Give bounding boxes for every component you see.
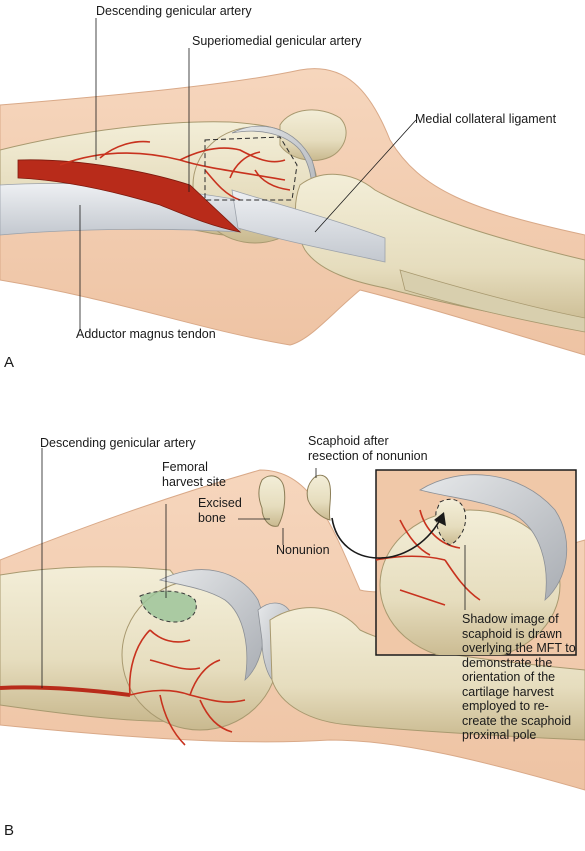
scaphoid-after-resection <box>306 474 332 521</box>
panel-letter-a: A <box>4 354 15 371</box>
label-medial-collateral-ligament: Medial collateral ligament <box>415 112 557 126</box>
panel-letter-b: B <box>4 822 15 839</box>
label-excised-line2: bone <box>198 511 226 525</box>
panel-b-genicular-branches <box>128 629 246 746</box>
panel-a-leader-lines <box>79 18 417 330</box>
label-scaphoid-after-line2: resection of nonunion <box>308 449 428 463</box>
label-superiomedial-genicular-artery: Superiomedial genicular artery <box>192 34 362 48</box>
transfer-arrow-head <box>434 512 446 526</box>
panel-a-fibula <box>399 269 585 333</box>
label-excised-line1: Excised <box>198 496 242 510</box>
panel-a-main-artery <box>17 159 242 233</box>
panel-b-illustration <box>0 448 585 791</box>
label-scaphoid-after-line1: Scaphoid after <box>308 434 389 448</box>
label-descending-genicular-artery-a: Descending genicular artery <box>96 4 252 18</box>
panel-a-illustration <box>0 18 585 356</box>
panel-b-tibia <box>269 607 585 741</box>
panel-a-genicular-branches <box>59 140 291 201</box>
inset-shadow-scaphoid <box>435 498 467 546</box>
label-nonunion: Nonunion <box>276 543 330 557</box>
excised-bone-fragment <box>258 475 286 527</box>
panel-a-mcl <box>231 189 386 263</box>
label-shadow-image-note: Shadow image of scaphoid is drawn overly… <box>462 612 576 742</box>
label-femoral-line1: Femoral <box>162 460 208 474</box>
panel-a-harvest-outline <box>204 136 298 201</box>
panel-b-leader-lines <box>41 448 466 688</box>
panel-b-main-artery <box>0 685 131 697</box>
label-adductor-magnus-tendon: Adductor magnus tendon <box>76 327 216 341</box>
label-descending-genicular-artery-b: Descending genicular artery <box>40 436 196 450</box>
panel-b-inset <box>375 469 577 656</box>
panel-b-harvest-site <box>139 590 197 623</box>
panel-a-patella <box>279 109 347 161</box>
label-femoral-line2: harvest site <box>162 475 226 489</box>
transfer-arrow <box>331 517 441 559</box>
panel-b-cartilage-cap <box>158 569 265 682</box>
